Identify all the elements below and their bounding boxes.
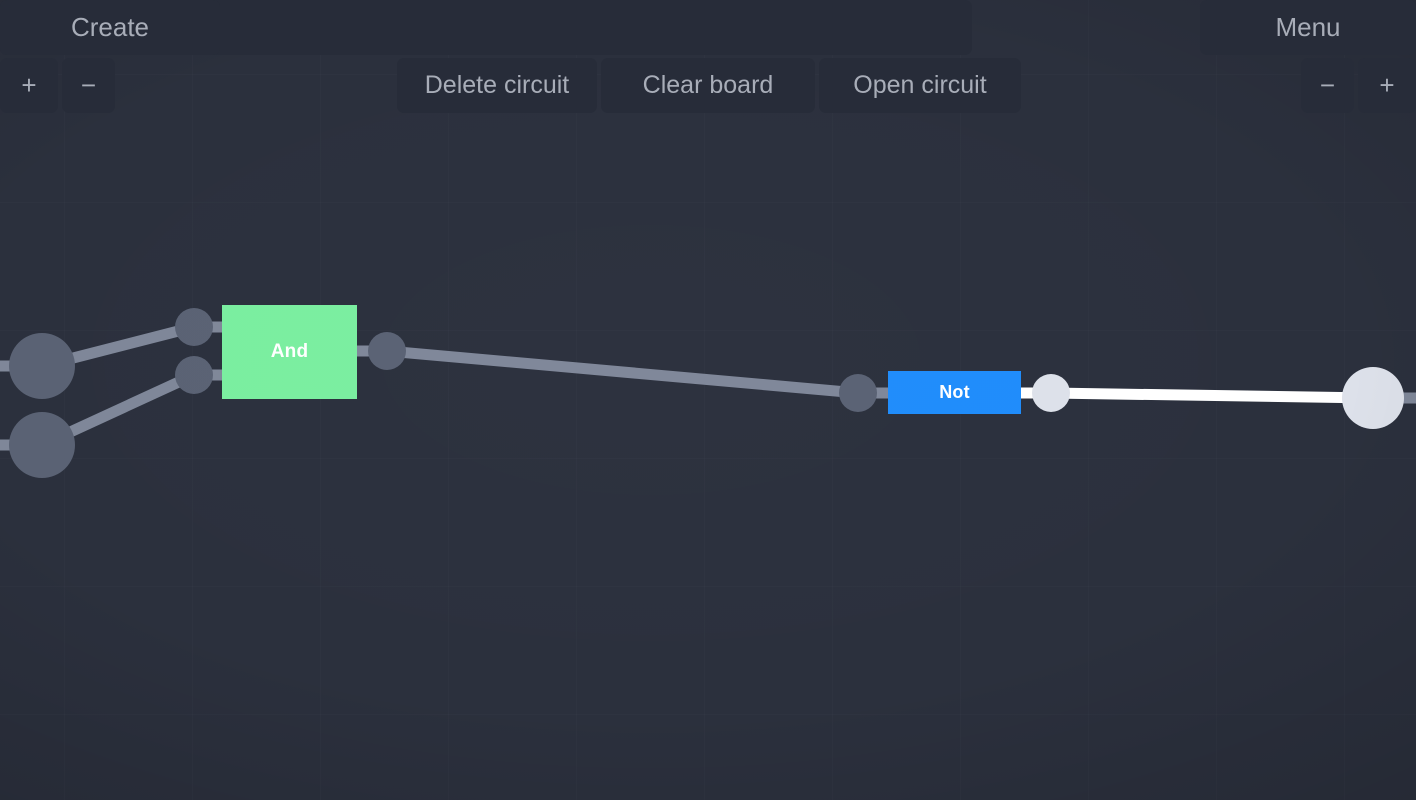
- gate-not[interactable]: Not: [888, 371, 1021, 414]
- node-input-b[interactable]: [9, 412, 75, 478]
- menu-button[interactable]: Menu: [1200, 0, 1416, 55]
- node-output[interactable]: [1342, 367, 1404, 429]
- pan-in-button[interactable]: +: [1358, 58, 1416, 113]
- clear-board-button[interactable]: Clear board: [601, 58, 815, 113]
- node-input-a[interactable]: [9, 333, 75, 399]
- wire-not-out-to-output[interactable]: [1050, 387, 1374, 404]
- wire-and-out-to-not-in[interactable]: [386, 345, 859, 399]
- top-toolbar: Create Menu + − Delete circuit Clear boa…: [0, 0, 1416, 115]
- gate-palette-toolbar: And Not Nand Test: [0, 740, 1416, 800]
- create-button[interactable]: Create: [0, 0, 220, 55]
- node-not-in[interactable]: [839, 374, 877, 412]
- node-and-in-1[interactable]: [175, 308, 213, 346]
- delete-circuit-button[interactable]: Delete circuit: [397, 58, 597, 113]
- gate-label: Not: [939, 382, 970, 402]
- node-and-out[interactable]: [368, 332, 406, 370]
- open-circuit-button[interactable]: Open circuit: [819, 58, 1021, 113]
- zoom-out-button[interactable]: −: [62, 58, 115, 113]
- zoom-in-button[interactable]: +: [0, 58, 58, 113]
- gate-and[interactable]: And: [222, 305, 357, 399]
- node-not-out[interactable]: [1032, 374, 1070, 412]
- node-and-in-2[interactable]: [175, 356, 213, 394]
- gate-label: And: [270, 341, 309, 362]
- pan-out-button[interactable]: −: [1301, 58, 1354, 113]
